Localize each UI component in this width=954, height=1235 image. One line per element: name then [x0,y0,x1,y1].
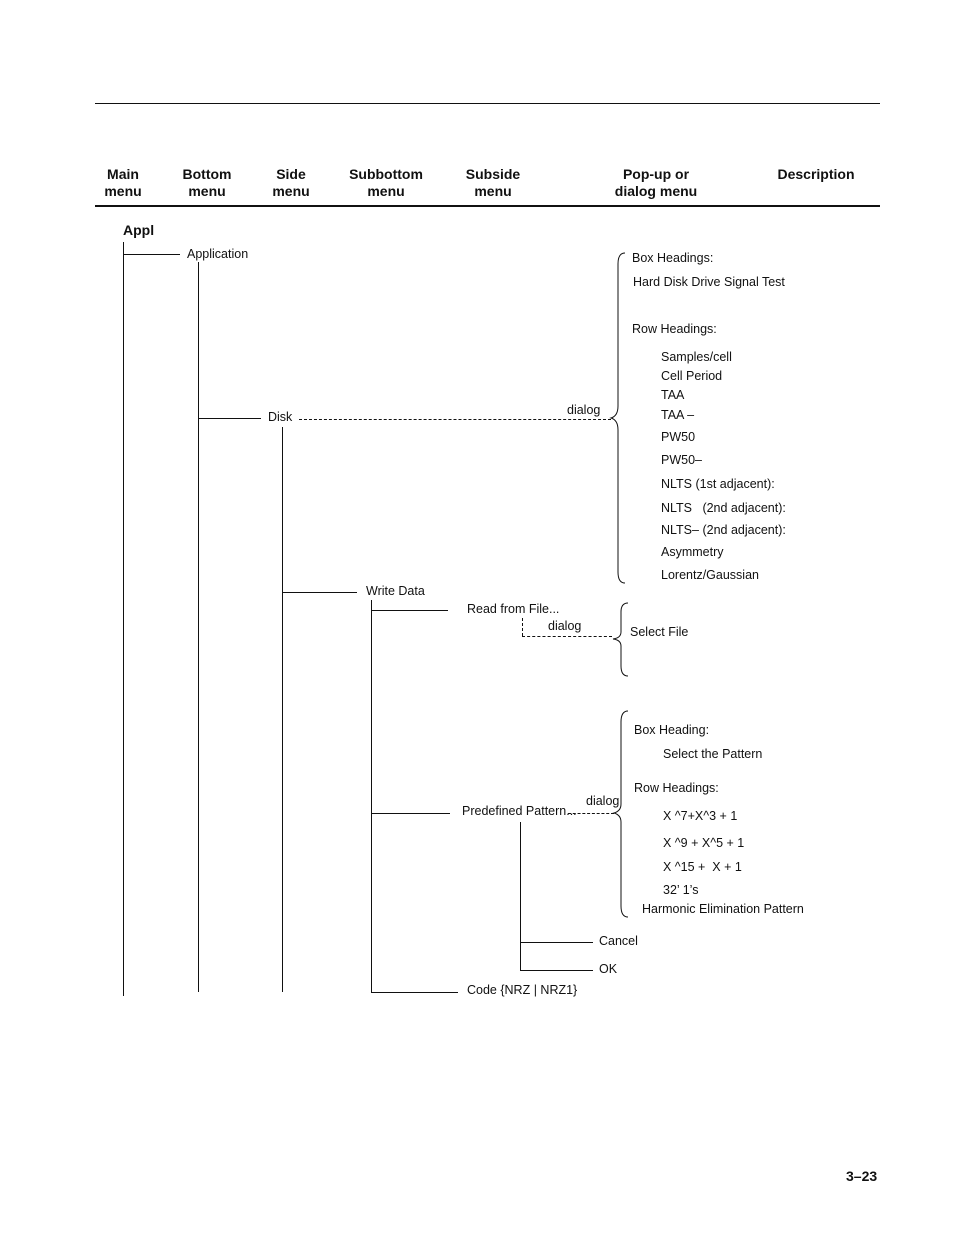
pattern-row-headings-label: Row Headings: [634,781,719,795]
tree-line-to-predefined-pattern [371,813,450,814]
disk-row-item: Asymmetry [661,545,724,559]
header-rule [95,205,880,207]
header-subside-menu: Subside menu [465,166,521,199]
tree-line-to-ok [520,970,593,971]
subside-menu-predefined-pattern[interactable]: Predefined Pattern... [462,804,577,818]
dashed-line-read-file-dialog [522,636,612,637]
header-side-menu: Side menu [272,166,310,199]
disk-row-item: NLTS– (2nd adjacent): [661,523,786,537]
header-description: Description [777,166,855,182]
tree-line-to-read-from-file [371,610,448,611]
header-popup-dialog-menu: Pop-up or dialog menu [614,166,698,199]
disk-box-heading-value: Hard Disk Drive Signal Test [633,275,785,289]
brace-pattern-dialog [612,710,629,918]
dialog-label-read-file: dialog [548,619,582,633]
dialog-label-disk: dialog [567,403,601,417]
tree-line-main [123,242,124,996]
tree-line-main-to-application [123,254,180,255]
subbottom-menu-write-data[interactable]: Write Data [366,584,425,598]
side-menu-disk[interactable]: Disk [268,410,293,424]
dashed-line-pattern-dialog [568,813,614,814]
top-rule [95,103,880,104]
header-bottom-menu: Bottom menu [182,166,232,199]
header-main-menu: Main menu [104,166,142,199]
disk-row-item: Lorentz/Gaussian [661,568,759,582]
subside-menu-read-from-file[interactable]: Read from File... [467,602,560,616]
pattern-cancel-item[interactable]: Cancel [599,934,638,948]
tree-line-to-code [371,992,458,993]
dialog-label-pattern: dialog [586,794,620,808]
tree-line-write-data [371,600,372,992]
pattern-row-item: 32’ 1’s [663,883,699,897]
tree-line-application [198,262,199,992]
disk-row-item: Samples/cell [661,350,732,364]
pattern-box-heading-value: Select the Pattern [663,747,763,761]
disk-row-item: NLTS (1st adjacent): [661,477,775,491]
dashed-line-disk-dialog [299,419,611,420]
disk-row-item: PW50– [661,453,702,467]
tree-line-application-to-disk [198,418,261,419]
tree-line-to-cancel [520,942,593,943]
tree-line-disk-to-write-data [282,592,357,593]
pattern-row-item: X ^15 + X + 1 [663,860,742,874]
disk-row-item: PW50 [661,430,696,444]
pattern-row-item: X ^7+X^3 + 1 [663,809,738,823]
page-number: 3–23 [846,1168,878,1184]
pattern-row-item-harmonic: Harmonic Elimination Pattern [642,902,804,916]
disk-row-item: Cell Period [661,369,723,383]
brace-file-dialog [612,602,629,677]
tree-line-predefined-pattern [520,822,521,970]
main-menu-appl[interactable]: Appl [123,222,155,238]
tree-line-disk [282,427,283,992]
bottom-menu-application[interactable]: Application [187,247,249,261]
header-subbottom-menu: Subbottom menu [349,166,423,199]
disk-row-item: TAA – [661,408,695,422]
subside-menu-code[interactable]: Code {NRZ | NRZ1} [467,983,578,997]
disk-row-item: TAA [661,388,685,402]
pattern-row-item: X ^9 + X^5 + 1 [663,836,745,850]
disk-row-item: NLTS (2nd adjacent): [661,501,786,515]
brace-disk-dialog [609,252,626,584]
dashed-line-read-file-vertical [522,618,523,636]
disk-box-headings-label: Box Headings: [632,251,714,265]
pattern-box-heading-label: Box Heading: [634,723,710,737]
pattern-ok-item[interactable]: OK [599,962,618,976]
disk-row-headings-label: Row Headings: [632,322,717,336]
file-dialog-select-file: Select File [630,625,689,639]
